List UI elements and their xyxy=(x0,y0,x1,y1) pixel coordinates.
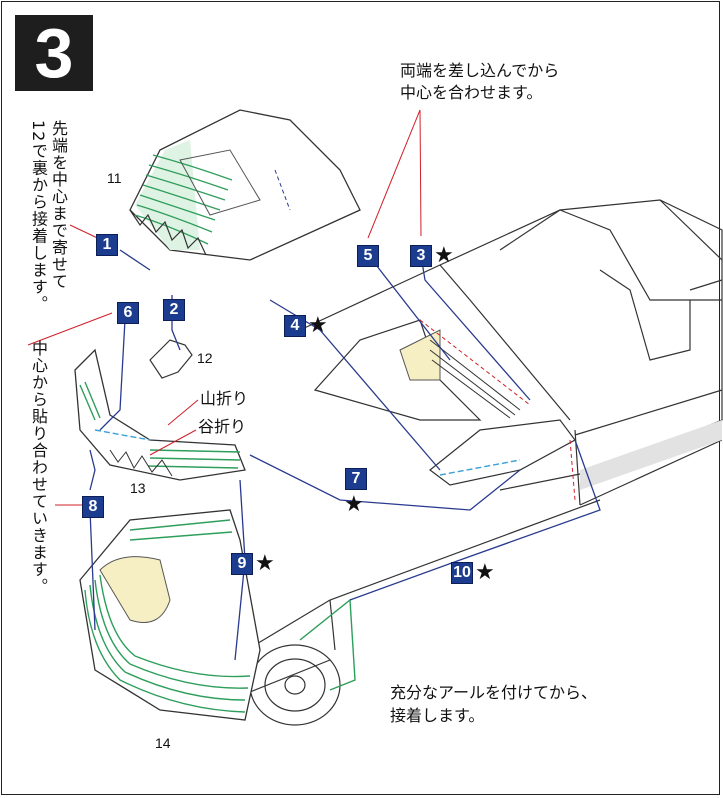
tag-4: 4★ xyxy=(284,315,328,337)
inner-fender-right xyxy=(429,419,576,501)
tag-9-number: 9 xyxy=(231,553,253,575)
hood-part-11 xyxy=(129,109,361,261)
tag-8: 8 xyxy=(82,496,104,518)
panel-part-13 xyxy=(74,348,246,481)
tag-10-number: 10 xyxy=(451,562,473,584)
tag-2-number: 2 xyxy=(163,299,185,321)
front-wheel xyxy=(249,644,341,726)
bracket-part-12 xyxy=(149,339,193,379)
part-number-14: 14 xyxy=(155,735,171,751)
note-glue-from-back: 12で裏から接着します。 xyxy=(29,120,48,313)
note-curve-first: 充分なアールを付けてから、 xyxy=(390,683,598,702)
tag-10: 10★ xyxy=(451,562,495,584)
tag-7-number: 7 xyxy=(345,468,367,490)
tag-2: 2 xyxy=(163,299,185,321)
tag-1: 1 xyxy=(96,234,118,256)
tag-3: 3★ xyxy=(410,245,454,267)
note-insert-both-ends: 両端を差し込んでから xyxy=(400,61,560,80)
note-then-glue: 接着します。 xyxy=(390,706,485,725)
tag-9: 9★ xyxy=(231,553,275,575)
tag-4-number: 4 xyxy=(284,315,306,337)
step-number-box: 3 xyxy=(15,15,93,91)
part-number-13: 13 xyxy=(130,480,146,496)
tag-4-star-icon: ★ xyxy=(308,313,328,338)
tag-7-star: ★ xyxy=(344,494,364,516)
side-panel-shade xyxy=(580,420,722,490)
tag-3-star-icon: ★ xyxy=(434,243,454,268)
part-number-12: 12 xyxy=(197,350,213,366)
tag-7: 7 xyxy=(345,468,367,490)
note-bring-tip-to-center: 先端を中心まで寄せて xyxy=(49,120,68,290)
tag-10-star-icon: ★ xyxy=(475,560,495,585)
tag-5: 5 xyxy=(357,245,379,267)
tag-1-number: 1 xyxy=(96,234,118,256)
note-align-center: 中心を合わせます。 xyxy=(400,83,543,102)
bumper-part-14 xyxy=(79,509,356,721)
tag-9-star-icon: ★ xyxy=(255,551,275,576)
tag-7-star-icon: ★ xyxy=(344,492,364,517)
tag-5-number: 5 xyxy=(357,245,379,267)
inner-fender-left xyxy=(313,319,531,421)
tag-3-number: 3 xyxy=(410,245,432,267)
label-valley-fold: 谷折り xyxy=(198,417,247,436)
tag-8-number: 8 xyxy=(82,496,104,518)
tag-6-number: 6 xyxy=(117,302,139,324)
part-number-11: 11 xyxy=(107,170,122,186)
tag-6: 6 xyxy=(117,302,139,324)
label-mountain-fold: 山折り xyxy=(200,389,249,408)
note-join-from-center: 中心から貼り合わせていきます。 xyxy=(29,340,48,595)
